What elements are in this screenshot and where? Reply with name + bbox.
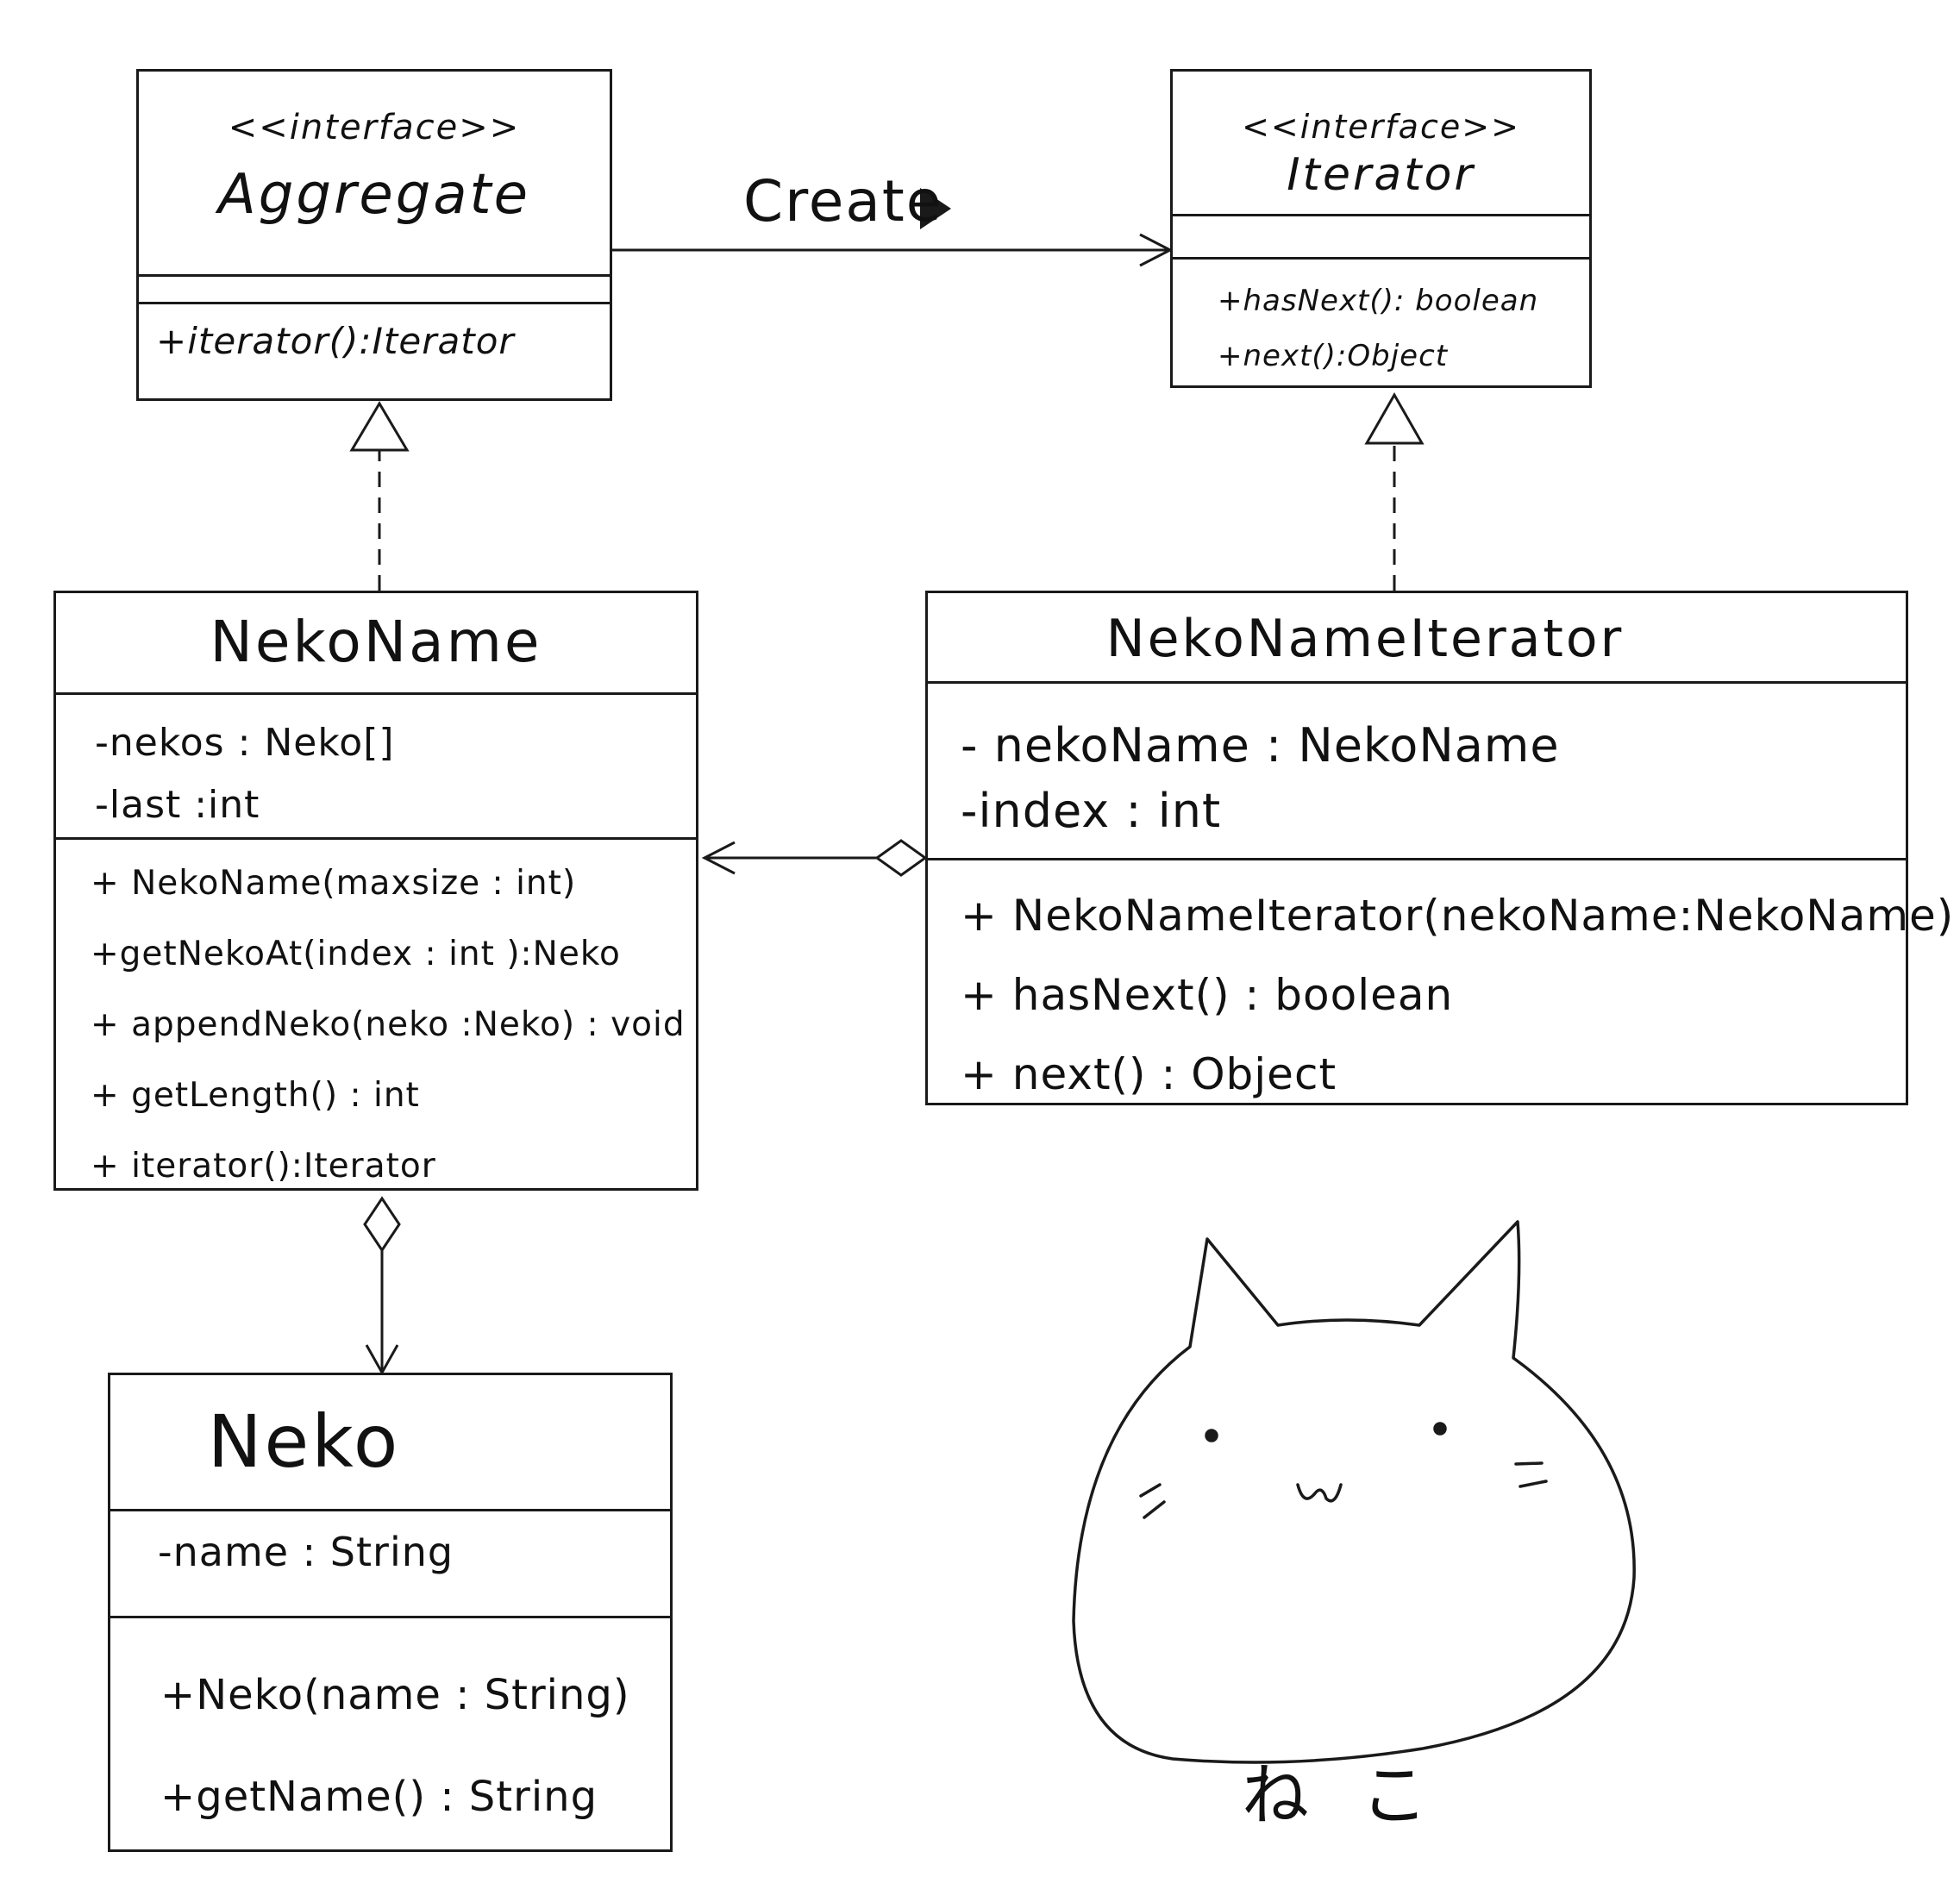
operations-section: +hasNext(): boolean +next():Object [1173, 257, 1589, 384]
operation: + NekoName(maxsize : int) [91, 864, 577, 903]
attribute: -nekos : Neko[] [95, 721, 395, 765]
nekoname-realization-triangle [349, 401, 410, 452]
operation: + appendNeko(neko :Neko) : void [91, 1005, 686, 1044]
cat-right-eye [1433, 1422, 1447, 1436]
class-name: NekoName [210, 609, 542, 675]
class-header: NekoName [56, 593, 696, 692]
class-neko: Neko -name : String +Neko(name : String)… [108, 1373, 673, 1852]
cat-left-whiskers [1139, 1483, 1166, 1519]
class-header: NekoNameIterator [928, 593, 1906, 681]
nekoname-aggregation-diamond [363, 1196, 401, 1253]
cat-mouth [1296, 1483, 1343, 1503]
cat-caption: ねこ [1242, 1757, 1481, 1835]
operations-section: + NekoName(maxsize : int) +getNekoAt(ind… [56, 837, 696, 1202]
nekonameiterator-realization-triangle [1364, 391, 1425, 445]
operation: + getLength() : int [91, 1076, 420, 1115]
attribute: -last :int [95, 783, 260, 827]
attributes-section: - nekoName : NekoName -index : int [928, 681, 1906, 858]
class-name: Neko [207, 1399, 401, 1484]
class-header: <<interface>> Iterator [1173, 72, 1589, 214]
class-name: NekoNameIterator [1105, 609, 1625, 669]
class-header: Neko [110, 1375, 670, 1509]
iterator-aggregation-diamond [874, 839, 928, 877]
operation: + iterator():Iterator [91, 1147, 436, 1186]
operation: +next():Object [1218, 339, 1449, 373]
cat-left-eye [1205, 1429, 1218, 1442]
cat-doodle-icon [1072, 1220, 1636, 1764]
create-direction-icon [920, 188, 951, 229]
operation: +getNekoAt(index : int ):Neko [91, 935, 621, 973]
operation: +iterator():Iterator [156, 320, 515, 362]
attribute: -name : String [158, 1529, 454, 1575]
class-name: Iterator [1287, 149, 1475, 201]
operation: +hasNext(): boolean [1218, 284, 1539, 318]
operations-section: +Neko(name : String) +getName() : String [110, 1616, 670, 1848]
operation: +getName() : String [160, 1773, 598, 1821]
operation: + hasNext() : boolean [961, 970, 1454, 1020]
class-aggregate: <<interface>> Aggregate +iterator():Iter… [136, 69, 612, 401]
class-iterator: <<interface>> Iterator +hasNext(): boole… [1170, 69, 1592, 388]
cat-right-whiskers [1514, 1461, 1548, 1488]
iterator-aggregation-arrowhead [701, 841, 736, 875]
attributes-section [139, 274, 610, 302]
class-nekonameiterator: NekoNameIterator - nekoName : NekoName -… [925, 591, 1953, 1105]
class-stereotype: <<interface>> [1242, 108, 1520, 146]
operation: + next() : Object [961, 1049, 1337, 1099]
class-stereotype: <<interface>> [228, 108, 521, 147]
attribute: -index : int [961, 784, 1222, 838]
cat-head-outline [1072, 1220, 1636, 1764]
create-association-label: Create [743, 168, 943, 235]
class-nekoname: NekoName -nekos : Neko[] -last :int + Ne… [53, 591, 698, 1191]
operation: + NekoNameIterator(nekoName:NekoName) [961, 891, 1955, 941]
attributes-section: -name : String [110, 1509, 670, 1616]
operations-section: +iterator():Iterator [139, 302, 610, 362]
class-header: <<interface>> Aggregate [139, 72, 610, 274]
class-name: Aggregate [217, 163, 531, 227]
attributes-section [1173, 214, 1589, 257]
operations-section: + NekoNameIterator(nekoName:NekoName) + … [928, 858, 1955, 1114]
attributes-section: -nekos : Neko[] -last :int [56, 692, 696, 837]
operation: +Neko(name : String) [160, 1671, 630, 1719]
attribute: - nekoName : NekoName [961, 718, 1560, 773]
